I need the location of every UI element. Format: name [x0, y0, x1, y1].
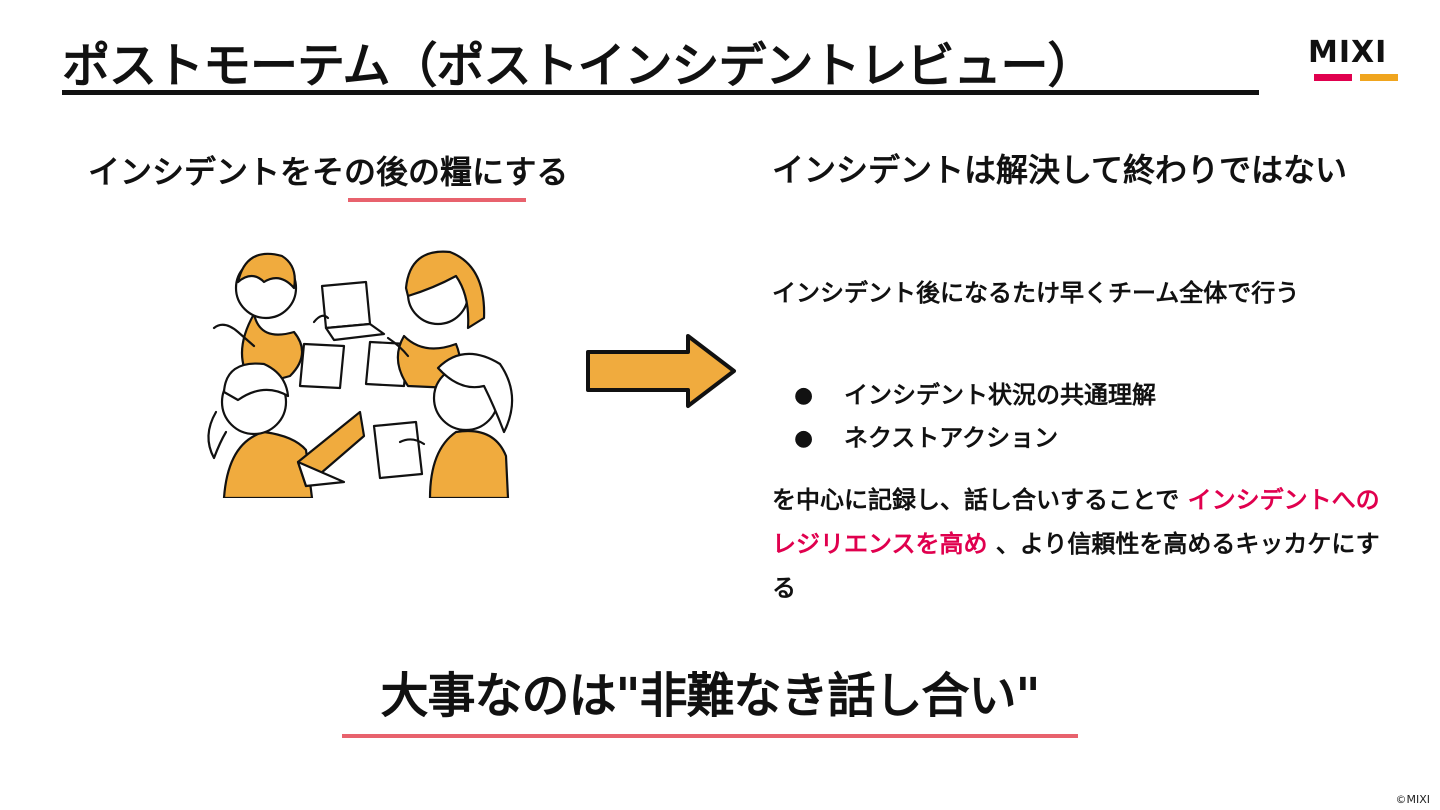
title-underline [62, 90, 1259, 95]
summary-after: 、より信頼性を高めるキッカケにする [772, 530, 1380, 602]
summary-text: を中心に記録し、話し合いすることで インシデントへのレジリエンスを高め 、より信… [772, 478, 1382, 610]
summary-before: を中心に記録し、話し合いすることで [772, 486, 1180, 514]
logo-bar-pink [1314, 74, 1352, 81]
right-arrow-icon [586, 334, 736, 408]
bullet-dot: ● [794, 383, 814, 408]
bullet-text: インシデント状況の共通理解 [844, 381, 1156, 409]
bullet-list: ● インシデント状況の共通理解 ● ネクストアクション [772, 374, 1372, 460]
logo-bar-orange [1360, 74, 1398, 81]
logo-bars [1314, 74, 1398, 81]
key-message: 大事なのは"非難なき話し合い" [380, 668, 1040, 724]
bullet-text: ネクストアクション [844, 424, 1059, 452]
team-meeting-illustration [207, 250, 514, 498]
list-item: ● インシデント状況の共通理解 [772, 374, 1372, 417]
left-heading-underline [348, 198, 526, 202]
summary-highlight: インシデントへのレジリエンスを高め [772, 486, 1380, 558]
lead-text: インシデント後になるたけ早くチーム全体で行う [772, 279, 1300, 307]
slide-title: ポストモーテム（ポストインシデントレビュー） [62, 38, 1096, 94]
copyright: ©MIXI [1395, 793, 1430, 806]
bullet-dot: ● [794, 426, 814, 451]
logo-wordmark: MIXI [1308, 35, 1388, 70]
mixi-logo: MIXI [1308, 38, 1404, 86]
list-item: ● ネクストアクション [772, 417, 1372, 460]
left-heading: インシデントをその後の糧にする [88, 153, 569, 191]
key-message-underline [342, 734, 1078, 738]
right-heading: インシデントは解決して終わりではない [772, 151, 1348, 189]
